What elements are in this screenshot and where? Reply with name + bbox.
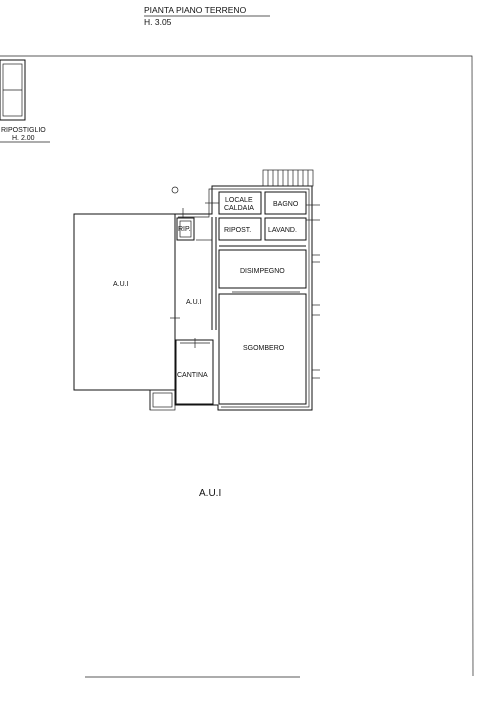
aui-left-step-inner [152, 392, 173, 408]
room-aui-left: A.U.I [113, 281, 129, 288]
storage-shed [0, 59, 26, 121]
room-disimpegno-label: DISIMPEGNO [240, 268, 285, 275]
room-bagno [264, 191, 307, 215]
room-sgombero [218, 293, 307, 405]
marker-circle [171, 186, 179, 194]
room-rip [176, 217, 195, 241]
room-locale-caldaia-label-1: LOCALE [225, 197, 253, 204]
room-ripost [218, 217, 262, 241]
room-lavand-label: LAVAND. [268, 227, 297, 234]
room-aui-bottom: A.U.I [199, 488, 221, 499]
aui-left-area [73, 213, 176, 410]
building-inner-wall [178, 188, 310, 408]
room-rip-label: RIP. [178, 226, 191, 233]
room-aui-center: A.U.I [186, 299, 202, 306]
room-bagno-label: BAGNO [273, 201, 299, 208]
building-outer-wall [174, 185, 313, 411]
room-lavand [264, 217, 307, 241]
storage-label: RIPOSTIGLIO [1, 127, 46, 134]
room-locale-caldaia-label-2: CALDAIA [224, 205, 254, 212]
lot-boundary [0, 55, 474, 677]
room-cantina [175, 339, 214, 405]
room-cantina-label: CANTINA [177, 372, 208, 379]
room-disimpegno [218, 249, 307, 289]
room-sgombero-label: SGOMBERO [243, 345, 285, 352]
staircase [262, 169, 314, 187]
plan-title: PIANTA PIANO TERRENO [144, 5, 247, 15]
room-ripost-label: RIPOST. [224, 227, 251, 234]
plan-height: H. 3.05 [144, 17, 172, 27]
storage-height: H. 2.00 [12, 135, 35, 142]
windows-right [306, 204, 320, 379]
room-rip-inner [179, 220, 192, 238]
